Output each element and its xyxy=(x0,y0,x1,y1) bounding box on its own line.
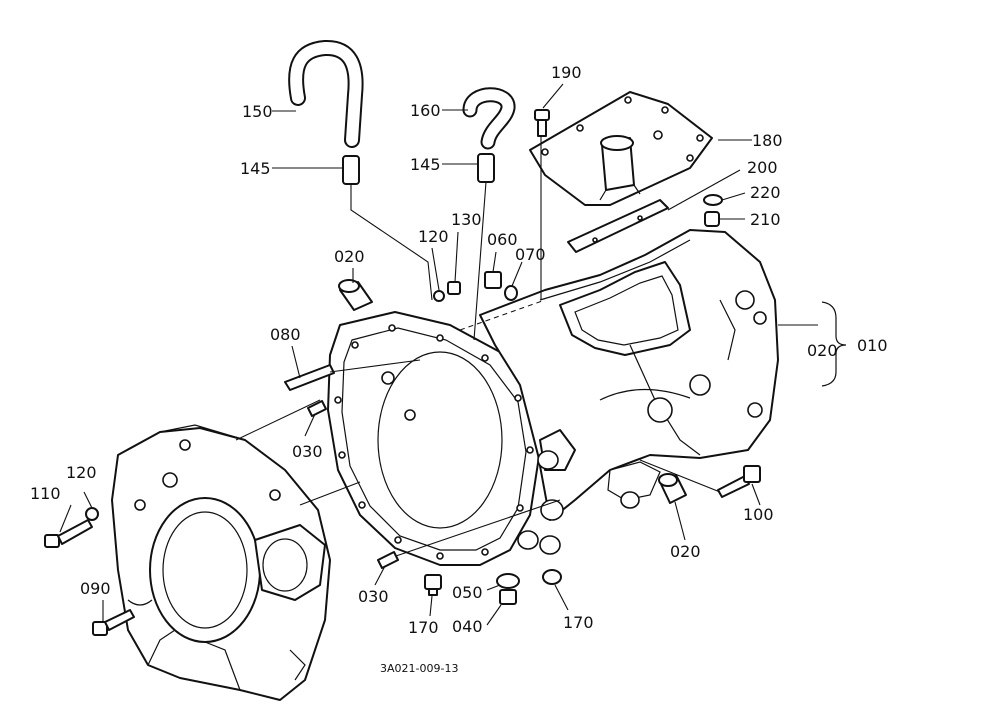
gasket-strip xyxy=(567,199,669,253)
top-cover-plate xyxy=(529,91,713,206)
callout-130: 130 xyxy=(451,210,482,229)
callout-150: 150 xyxy=(242,102,273,121)
callout-110: 110 xyxy=(30,484,61,503)
stud-080 xyxy=(284,364,335,391)
small-bolts-120-130 xyxy=(433,281,461,302)
drawing-reference-code: 3A021-009-13 xyxy=(380,662,458,675)
callout-160: 160 xyxy=(410,101,441,120)
callout-090: 090 xyxy=(80,579,111,598)
callout-020-right: 020 xyxy=(807,341,838,360)
callout-170-left: 170 xyxy=(408,618,439,637)
washer-and-nut xyxy=(703,194,723,227)
callout-labels: 150 145 160 145 190 180 200 220 210 120 … xyxy=(30,63,888,675)
curved-pipe xyxy=(462,87,516,150)
callout-145-left: 145 xyxy=(240,159,271,178)
callout-190: 190 xyxy=(551,63,582,82)
hose-fitting-left xyxy=(342,155,360,185)
callout-050: 050 xyxy=(452,583,483,602)
leader-lines xyxy=(59,83,761,626)
callout-170-right: 170 xyxy=(563,613,594,632)
callout-030-lower: 030 xyxy=(358,587,389,606)
callout-200: 200 xyxy=(747,158,778,177)
sleeve-020-right xyxy=(658,473,687,504)
callout-180: 180 xyxy=(752,131,783,150)
washer-plug-050-040 xyxy=(496,573,520,605)
callout-210: 210 xyxy=(750,210,781,229)
bolt-110 xyxy=(44,519,93,548)
callout-080: 080 xyxy=(270,325,301,344)
cover-bolt xyxy=(534,109,550,137)
assembly-lines xyxy=(235,136,818,557)
callout-030-upper: 030 xyxy=(292,442,323,461)
transmission-case xyxy=(479,229,779,555)
callout-020-top: 020 xyxy=(334,247,365,266)
group-bracket xyxy=(821,301,847,387)
callout-220: 220 xyxy=(750,183,781,202)
callout-070: 070 xyxy=(515,245,546,264)
washer-120 xyxy=(85,507,99,521)
callout-010: 010 xyxy=(857,336,888,355)
callout-060: 060 xyxy=(487,230,518,249)
callout-120-top: 120 xyxy=(418,227,449,246)
drain-plug-170-left xyxy=(424,574,442,596)
clutch-housing-flange xyxy=(327,311,541,566)
breather-hose xyxy=(288,40,364,148)
bolt-090 xyxy=(92,609,135,636)
callout-145-right: 145 xyxy=(410,155,441,174)
flywheel-housing xyxy=(111,424,331,701)
callout-020-bottom: 020 xyxy=(670,542,701,561)
dowel-pin-030-upper xyxy=(307,400,327,417)
callout-120-left: 120 xyxy=(66,463,97,482)
plug-060-070 xyxy=(484,271,518,301)
cap-170-right xyxy=(542,569,562,585)
bolt-100 xyxy=(717,465,761,498)
callout-040: 040 xyxy=(452,617,483,636)
dowel-pin-030-lower xyxy=(377,551,399,569)
hose-fitting-right xyxy=(477,153,495,183)
callout-100: 100 xyxy=(743,505,774,524)
dowel-sleeve xyxy=(338,279,373,311)
